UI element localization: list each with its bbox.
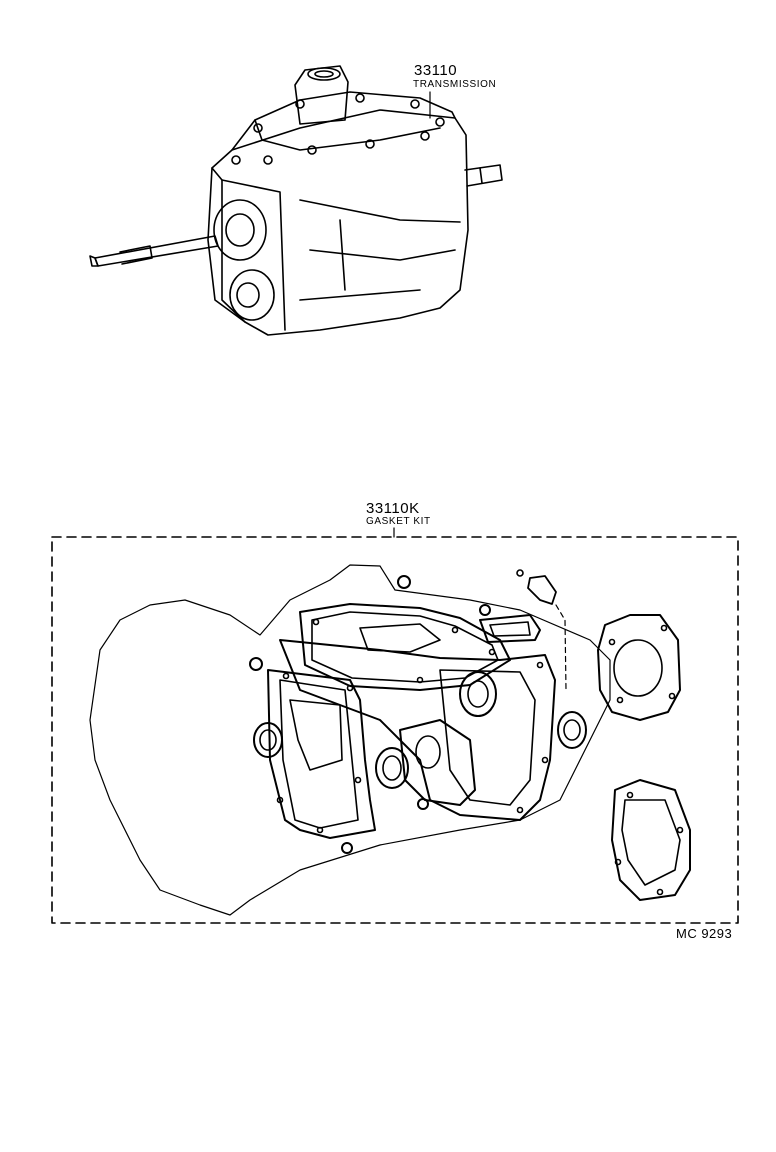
transmission-part-name: TRANSMISSION [413, 79, 497, 90]
gasket-kit-part-number: 33110K [366, 500, 420, 517]
drawing-code: MC 9293 [676, 926, 733, 941]
gasket-kit-frame [51, 527, 739, 924]
gasket-kit-illustration [89, 564, 691, 916]
transmission-illustration [89, 65, 503, 336]
transmission-part-number: 33110 [414, 62, 458, 79]
gasket-kit-part-name: GASKET KIT [366, 516, 431, 527]
